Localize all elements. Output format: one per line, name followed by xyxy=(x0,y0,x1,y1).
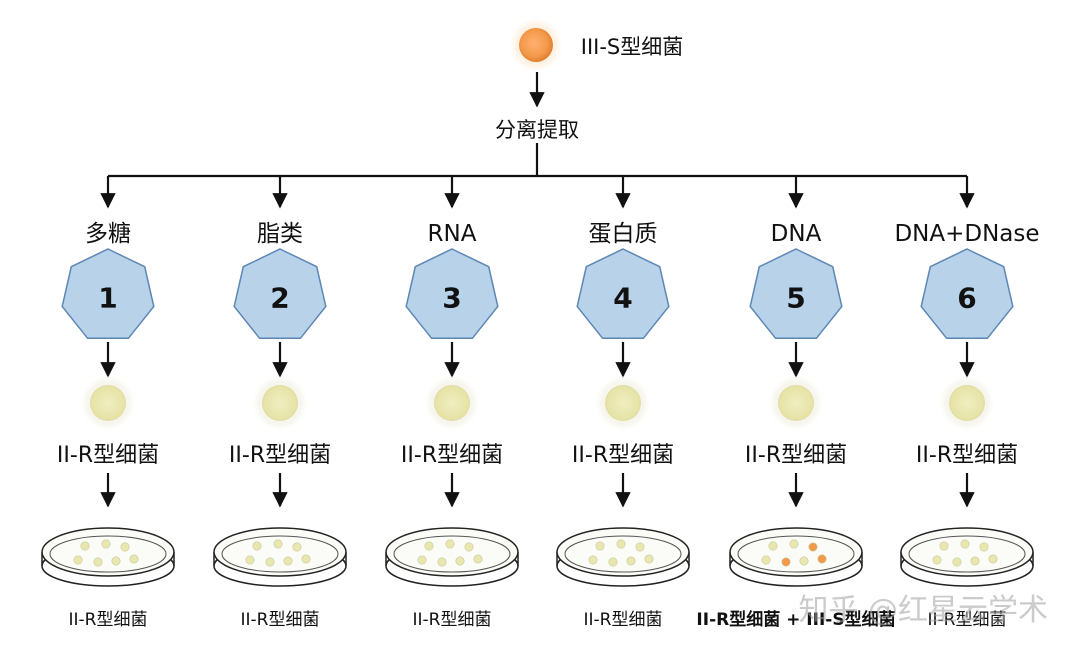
heptagon-3 xyxy=(405,248,499,340)
colony-4-4 xyxy=(588,555,598,565)
colony-3-2 xyxy=(445,539,455,549)
cell-label-3: II-R型细菌 xyxy=(400,443,504,468)
colony-1-3 xyxy=(120,542,130,552)
dish-lid-3 xyxy=(385,527,519,577)
watermark: 知乎 @红星云学术 xyxy=(798,593,1048,628)
s-cell-icon xyxy=(519,28,553,62)
colony-1-7 xyxy=(129,554,139,564)
dish-result-label-6: II-R型细菌 xyxy=(927,610,1007,630)
dish-result-label-4: II-R型细菌 xyxy=(583,610,663,630)
colony-4-5 xyxy=(608,557,618,567)
cell-label-5: II-R型细菌 xyxy=(744,443,848,468)
colony-4-7 xyxy=(644,554,654,564)
colony-2-1 xyxy=(252,541,262,551)
dish-lid-6 xyxy=(900,527,1034,577)
colony-1-1 xyxy=(80,541,90,551)
r-cell-icon-4 xyxy=(605,385,641,421)
colony-3-6 xyxy=(455,556,465,566)
number-1: 1 xyxy=(98,282,117,315)
colony-3-5 xyxy=(437,557,447,567)
cell-label-6: II-R型细菌 xyxy=(915,443,1019,468)
dish-result-label-2: II-R型细菌 xyxy=(240,610,320,630)
colony-1-6 xyxy=(111,556,121,566)
dish-rim-4 xyxy=(564,535,682,573)
cell-label-4: II-R型细菌 xyxy=(571,443,675,468)
colony-5-7 xyxy=(817,554,827,564)
substance-label-5: DNA xyxy=(770,221,822,247)
process-label: 分离提取 xyxy=(495,118,579,142)
number-4: 4 xyxy=(613,282,632,315)
colony-6-3 xyxy=(979,542,989,552)
dish-rim-3 xyxy=(393,535,511,573)
colony-5-4 xyxy=(761,555,771,565)
colony-2-7 xyxy=(301,554,311,564)
heptagon-2 xyxy=(233,248,327,340)
colony-3-1 xyxy=(424,541,434,551)
colony-2-4 xyxy=(245,555,255,565)
colony-6-7 xyxy=(988,554,998,564)
colony-6-5 xyxy=(952,557,962,567)
substance-label-4: 蛋白质 xyxy=(588,221,658,247)
dish-result-label-3: II-R型细菌 xyxy=(412,610,492,630)
colony-4-6 xyxy=(626,556,636,566)
colony-5-6 xyxy=(799,556,809,566)
r-cell-icon-1 xyxy=(90,385,126,421)
dish-lid-4 xyxy=(556,527,690,577)
colony-6-4 xyxy=(932,555,942,565)
colony-3-4 xyxy=(417,555,427,565)
substance-label-2: 脂类 xyxy=(257,221,303,247)
r-cell-icon-5 xyxy=(778,385,814,421)
r-cell-icon-3 xyxy=(434,385,470,421)
colony-3-7 xyxy=(473,554,483,564)
colony-4-1 xyxy=(595,541,605,551)
colony-5-2 xyxy=(789,539,799,549)
heptagon-1 xyxy=(61,248,155,340)
substance-label-6: DNA+DNase xyxy=(894,221,1040,247)
r-cell-icon-6 xyxy=(949,385,985,421)
cell-label-2: II-R型细菌 xyxy=(228,443,332,468)
source-label: III-S型细菌 xyxy=(580,35,684,59)
number-5: 5 xyxy=(786,282,805,315)
colony-1-5 xyxy=(93,557,103,567)
colony-2-3 xyxy=(292,542,302,552)
colony-2-6 xyxy=(283,556,293,566)
dish-lid-1 xyxy=(41,527,175,577)
colony-5-1 xyxy=(768,541,778,551)
heptagon-6 xyxy=(920,248,1014,340)
colony-3-3 xyxy=(464,542,474,552)
substance-label-1: 多糖 xyxy=(85,221,131,247)
colony-5-5 xyxy=(781,557,791,567)
colony-2-5 xyxy=(265,557,275,567)
colony-5-3 xyxy=(808,542,818,552)
cell-label-1: II-R型细菌 xyxy=(56,443,160,468)
colony-2-2 xyxy=(273,539,283,549)
colony-1-2 xyxy=(101,539,111,549)
dish-rim-1 xyxy=(49,535,167,573)
substance-label-3: RNA xyxy=(427,221,477,247)
dish-rim-6 xyxy=(908,535,1026,573)
dish-result-label-1: II-R型细菌 xyxy=(68,610,148,630)
colony-1-4 xyxy=(73,555,83,565)
colony-6-1 xyxy=(939,541,949,551)
colony-6-6 xyxy=(970,556,980,566)
dish-rim-2 xyxy=(221,535,339,573)
number-3: 3 xyxy=(442,282,461,315)
dish-result-label-5: II-R型细菌 + III-S型细菌 xyxy=(696,610,896,630)
number-6: 6 xyxy=(957,282,976,315)
colony-4-2 xyxy=(616,539,626,549)
heptagon-5 xyxy=(749,248,843,340)
heptagon-4 xyxy=(576,248,670,340)
dish-rim-5 xyxy=(737,535,855,573)
number-2: 2 xyxy=(270,282,289,315)
colony-6-2 xyxy=(960,539,970,549)
colony-4-3 xyxy=(635,542,645,552)
dish-lid-5 xyxy=(729,527,863,577)
dish-lid-2 xyxy=(213,527,347,577)
r-cell-icon-2 xyxy=(262,385,298,421)
